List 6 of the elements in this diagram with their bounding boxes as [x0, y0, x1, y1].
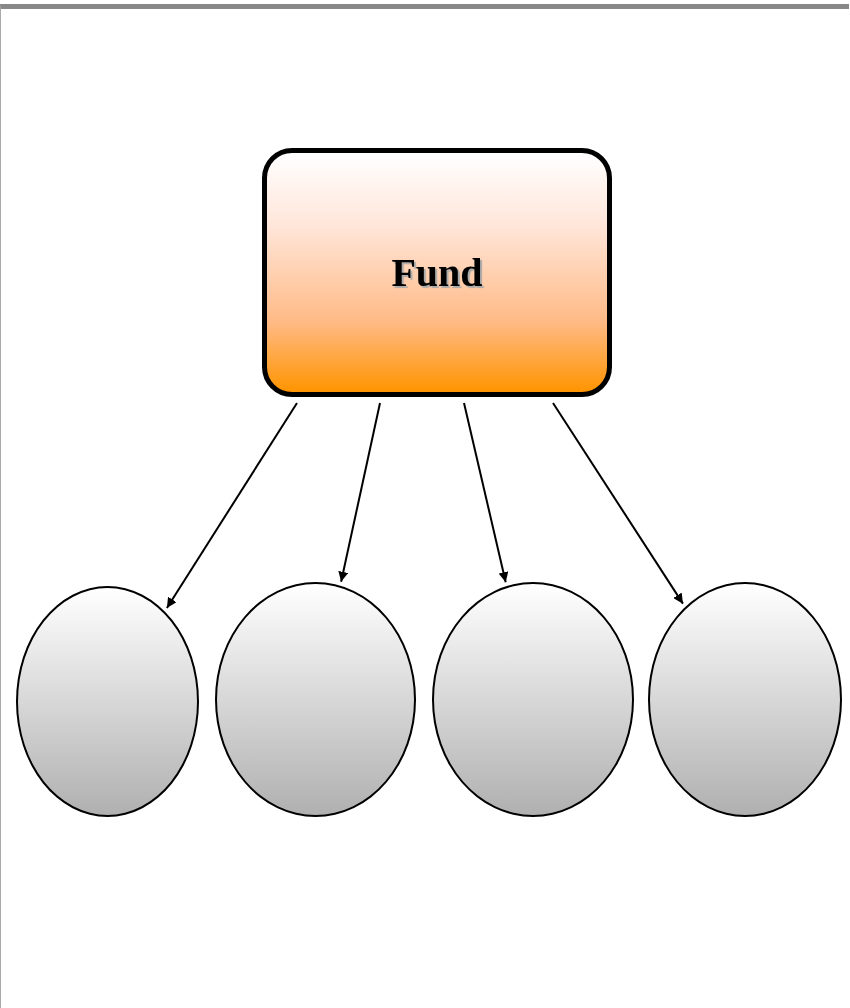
arrow: [552, 402, 684, 605]
arrow: [165, 402, 298, 609]
arrow: [338, 402, 381, 583]
fund-box: [262, 148, 612, 397]
arrow: [463, 402, 509, 584]
box-label: Fund: [391, 249, 483, 296]
